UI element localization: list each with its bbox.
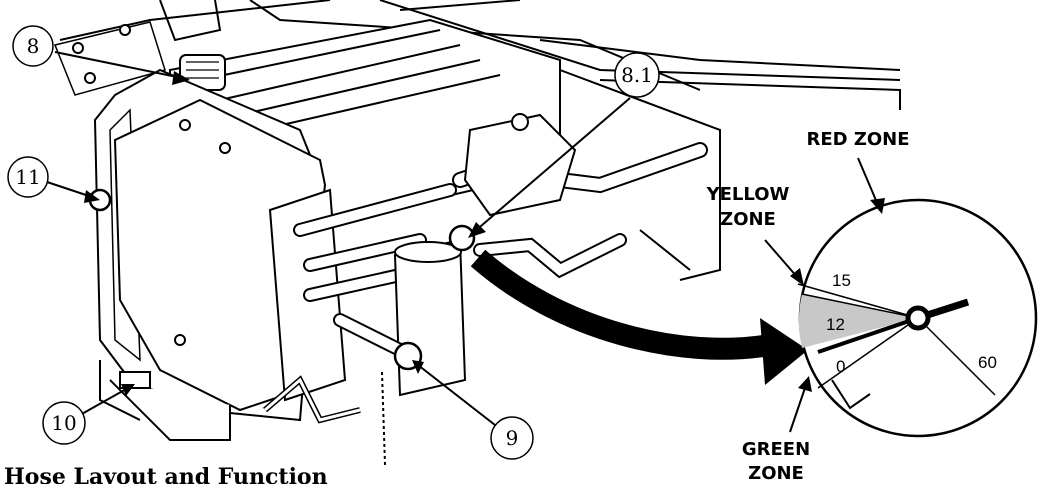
callout-10-label: 10 bbox=[51, 411, 76, 435]
callout-11: 11 bbox=[7, 156, 100, 203]
machine-illustration bbox=[53, 0, 901, 466]
callout-11-label: 11 bbox=[15, 165, 40, 189]
magnify-arrow-head bbox=[760, 318, 808, 385]
green-zone-text-2: ZONE bbox=[748, 463, 804, 484]
gauge-dial: 15 12 0 60 bbox=[797, 198, 1038, 438]
dial-label-15: 15 bbox=[832, 271, 851, 290]
dial-label-60: 60 bbox=[978, 353, 997, 372]
callout-9: 9 bbox=[412, 360, 534, 460]
red-zone-label: RED ZONE bbox=[806, 129, 910, 214]
callout-8-label: 8 bbox=[27, 34, 40, 58]
yellow-zone-label: YELLOW ZONE bbox=[706, 184, 804, 286]
green-zone-label: GREEN ZONE bbox=[742, 376, 812, 484]
gauge-needle bbox=[817, 316, 919, 354]
callout-8-1-label: 8.1 bbox=[621, 63, 653, 87]
callout-9-label: 9 bbox=[506, 426, 519, 450]
green-zone-fill bbox=[798, 294, 918, 348]
callout-8: 8 bbox=[12, 25, 190, 85]
green-zone-text-1: GREEN bbox=[742, 439, 810, 460]
red-zone-text: RED ZONE bbox=[806, 129, 909, 150]
yellow-zone-text-2: ZONE bbox=[720, 209, 776, 230]
caption-title: Hose Layout and Function bbox=[4, 464, 328, 484]
callout-10: 10 bbox=[42, 384, 135, 445]
callout-8-1: 8.1 bbox=[468, 52, 660, 238]
dial-label-0: 0 bbox=[836, 357, 845, 376]
magnify-arrow bbox=[470, 249, 772, 360]
dial-label-12: 12 bbox=[826, 315, 845, 334]
yellow-zone-text-1: YELLOW bbox=[706, 184, 790, 205]
